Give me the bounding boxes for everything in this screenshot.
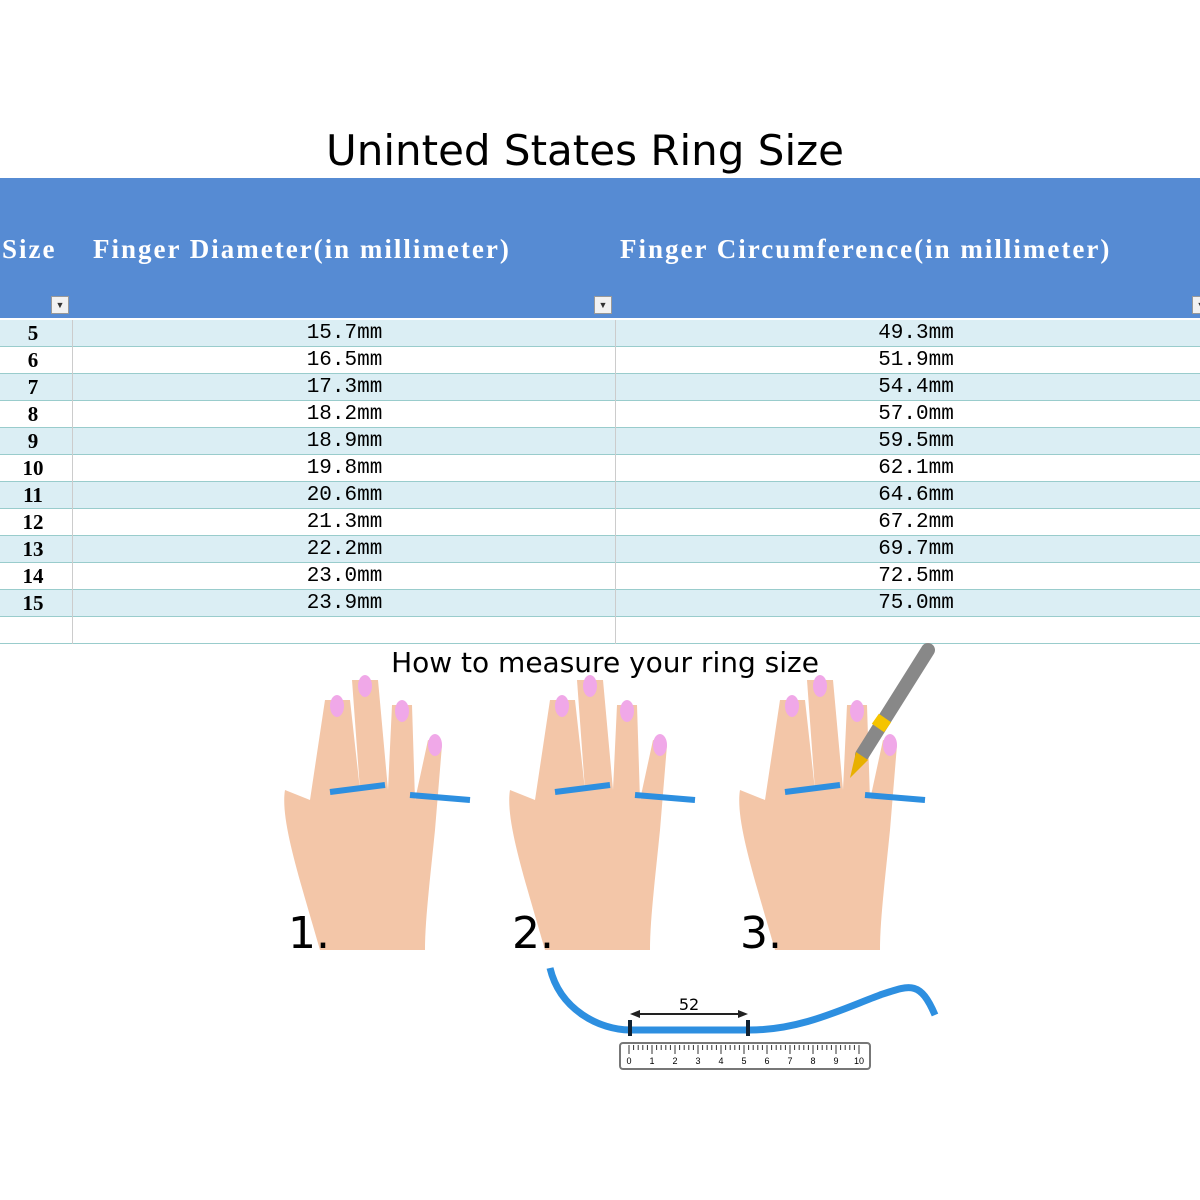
measuring-string [546, 967, 939, 1034]
step-1-label: 1. [288, 908, 330, 959]
cell-circumference: 62.1mm [615, 455, 1200, 482]
ruler-tick-label: 8 [810, 1056, 815, 1066]
ruler-tick-label: 6 [764, 1056, 769, 1066]
ruler-tick-label: 4 [718, 1056, 723, 1066]
filter-dropdown-diameter[interactable]: ▼ [594, 296, 612, 314]
instructions-title: How to measure your ring size [391, 646, 819, 679]
cell-diameter: 21.3mm [72, 509, 616, 536]
cell-diameter: 18.9mm [72, 428, 616, 455]
cell-size: 15 [22, 591, 44, 615]
cell-size: 12 [22, 510, 44, 534]
filter-dropdown-circumference[interactable]: ▼ [1192, 296, 1200, 314]
cell-diameter [72, 617, 616, 644]
cell-size: 5 [27, 321, 39, 345]
table-row [0, 617, 1200, 644]
cell-size: 14 [22, 564, 44, 588]
cell-diameter: 15.7mm [72, 320, 616, 347]
cell-diameter: 18.2mm [72, 401, 616, 428]
cell-circumference: 72.5mm [615, 563, 1200, 590]
header-circumference: Finger Circumference(in millimeter) [620, 234, 1112, 264]
cell-circumference: 59.5mm [615, 428, 1200, 455]
cell-size: 9 [27, 429, 39, 453]
hand-illustration [509, 675, 696, 950]
ruler-tick-label: 10 [854, 1056, 864, 1066]
hand-illustration [739, 675, 926, 950]
cell-circumference: 75.0mm [615, 590, 1200, 617]
cell-circumference [615, 617, 1200, 644]
ruler-tick-label: 2 [672, 1056, 677, 1066]
step-3-label: 3. [740, 908, 782, 959]
cell-circumference: 51.9mm [615, 347, 1200, 374]
header-size: Size [2, 234, 57, 264]
cell-diameter: 19.8mm [72, 455, 616, 482]
ruler [619, 1042, 871, 1070]
ruler-tick-label: 7 [787, 1056, 792, 1066]
ruler-tick-label: 0 [626, 1056, 631, 1066]
cell-circumference: 69.7mm [615, 536, 1200, 563]
header-diameter: Finger Diameter(in millimeter) [93, 234, 511, 264]
cell-size: 11 [23, 483, 43, 507]
cell-circumference: 67.2mm [615, 509, 1200, 536]
step-2-label: 2. [512, 908, 554, 959]
cell-circumference: 54.4mm [615, 374, 1200, 401]
ruler-tick-label: 5 [741, 1056, 746, 1066]
cell-size: 10 [22, 456, 44, 480]
cell-size: 7 [27, 375, 39, 399]
page-title: Uninted States Ring Size [325, 126, 845, 175]
cell-diameter: 23.0mm [72, 563, 616, 590]
cell-size: 6 [27, 348, 39, 372]
cell-circumference: 49.3mm [615, 320, 1200, 347]
cell-diameter: 17.3mm [72, 374, 616, 401]
ruler-tick-label: 3 [695, 1056, 700, 1066]
cell-circumference: 57.0mm [615, 401, 1200, 428]
ruler-tick-label: 1 [649, 1056, 654, 1066]
cell-size: 13 [22, 537, 44, 561]
cell-diameter: 16.5mm [72, 347, 616, 374]
measure-label: 52 [679, 995, 699, 1014]
cell-diameter: 23.9mm [72, 590, 616, 617]
cell-circumference: 64.6mm [615, 482, 1200, 509]
hand-illustration [284, 675, 471, 950]
cell-diameter: 20.6mm [72, 482, 616, 509]
filter-dropdown-size[interactable]: ▼ [51, 296, 69, 314]
table-header: Size Finger Diameter(in millimeter) Fing… [0, 178, 1200, 318]
cell-size: 8 [27, 402, 39, 426]
ruler-tick-label: 9 [833, 1056, 838, 1066]
cell-diameter: 22.2mm [72, 536, 616, 563]
pencil-icon [850, 643, 935, 778]
